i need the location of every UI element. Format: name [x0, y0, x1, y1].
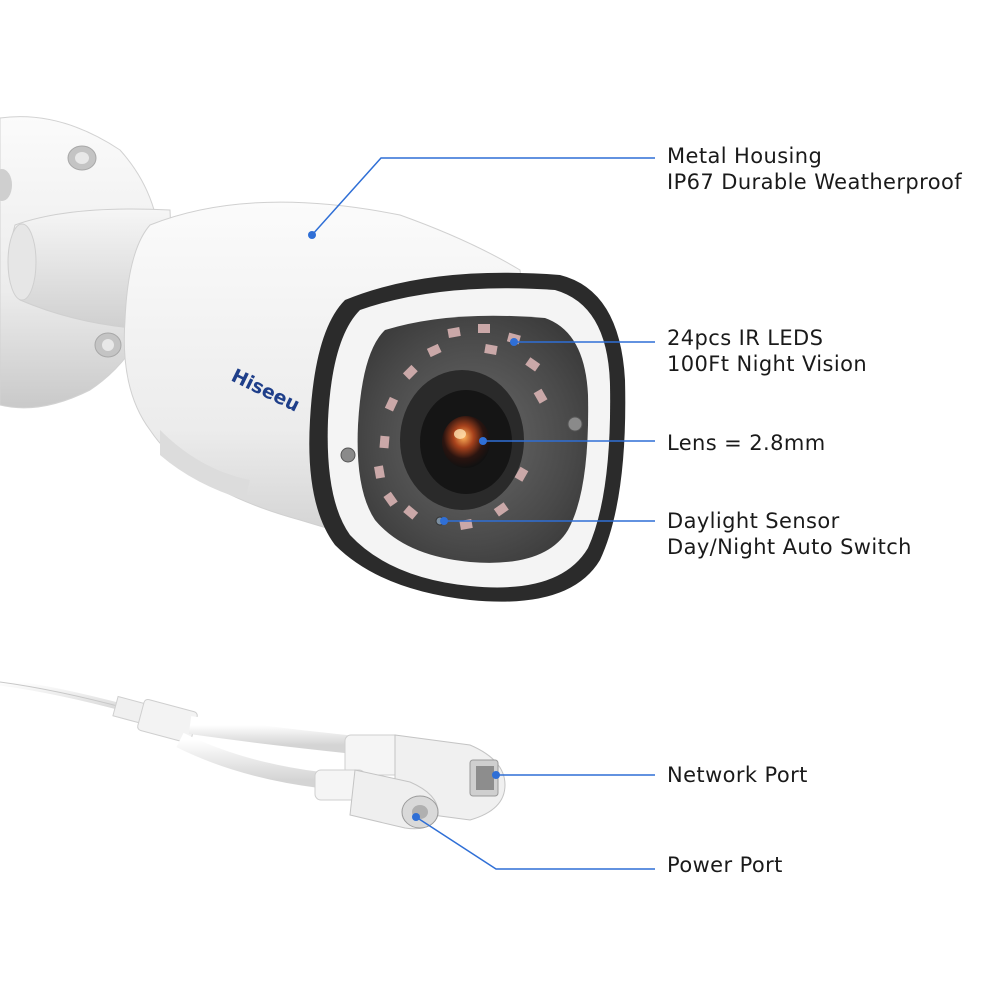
leader-power: [415, 816, 655, 870]
callout-housing: Metal Housing IP67 Durable Weatherproof: [667, 143, 962, 195]
callout-sensor-title: Daylight Sensor: [667, 509, 840, 533]
callout-ir-leds-title: 24pcs IR LEDS: [667, 326, 824, 350]
ir-led-ring: [374, 324, 548, 530]
callout-ir-leds: 24pcs IR LEDS 100Ft Night Vision: [667, 325, 867, 377]
callout-network-port: Network Port: [667, 762, 808, 788]
callout-power-title: Power Port: [667, 853, 783, 877]
callout-power-port: Power Port: [667, 852, 783, 878]
callout-housing-title: Metal Housing: [667, 144, 823, 168]
callout-lens: Lens = 2.8mm: [667, 430, 826, 456]
callout-sensor-detail: Day/Night Auto Switch: [667, 535, 912, 559]
front-bezel: [309, 272, 626, 602]
callout-housing-detail: IP67 Durable Weatherproof: [667, 170, 963, 194]
callout-ir-leds-detail: 100Ft Night Vision: [667, 352, 868, 376]
leader-dots: [308, 231, 518, 821]
callout-network-title: Network Port: [667, 763, 808, 787]
cable-assembly: [0, 678, 506, 830]
callout-sensor: Daylight Sensor Day/Night Auto Switch: [667, 508, 912, 560]
callout-lens-title: Lens = 2.8mm: [667, 431, 826, 455]
leader-housing: [311, 157, 655, 236]
leader-lines: [311, 157, 655, 870]
camera-lens: [400, 370, 524, 510]
